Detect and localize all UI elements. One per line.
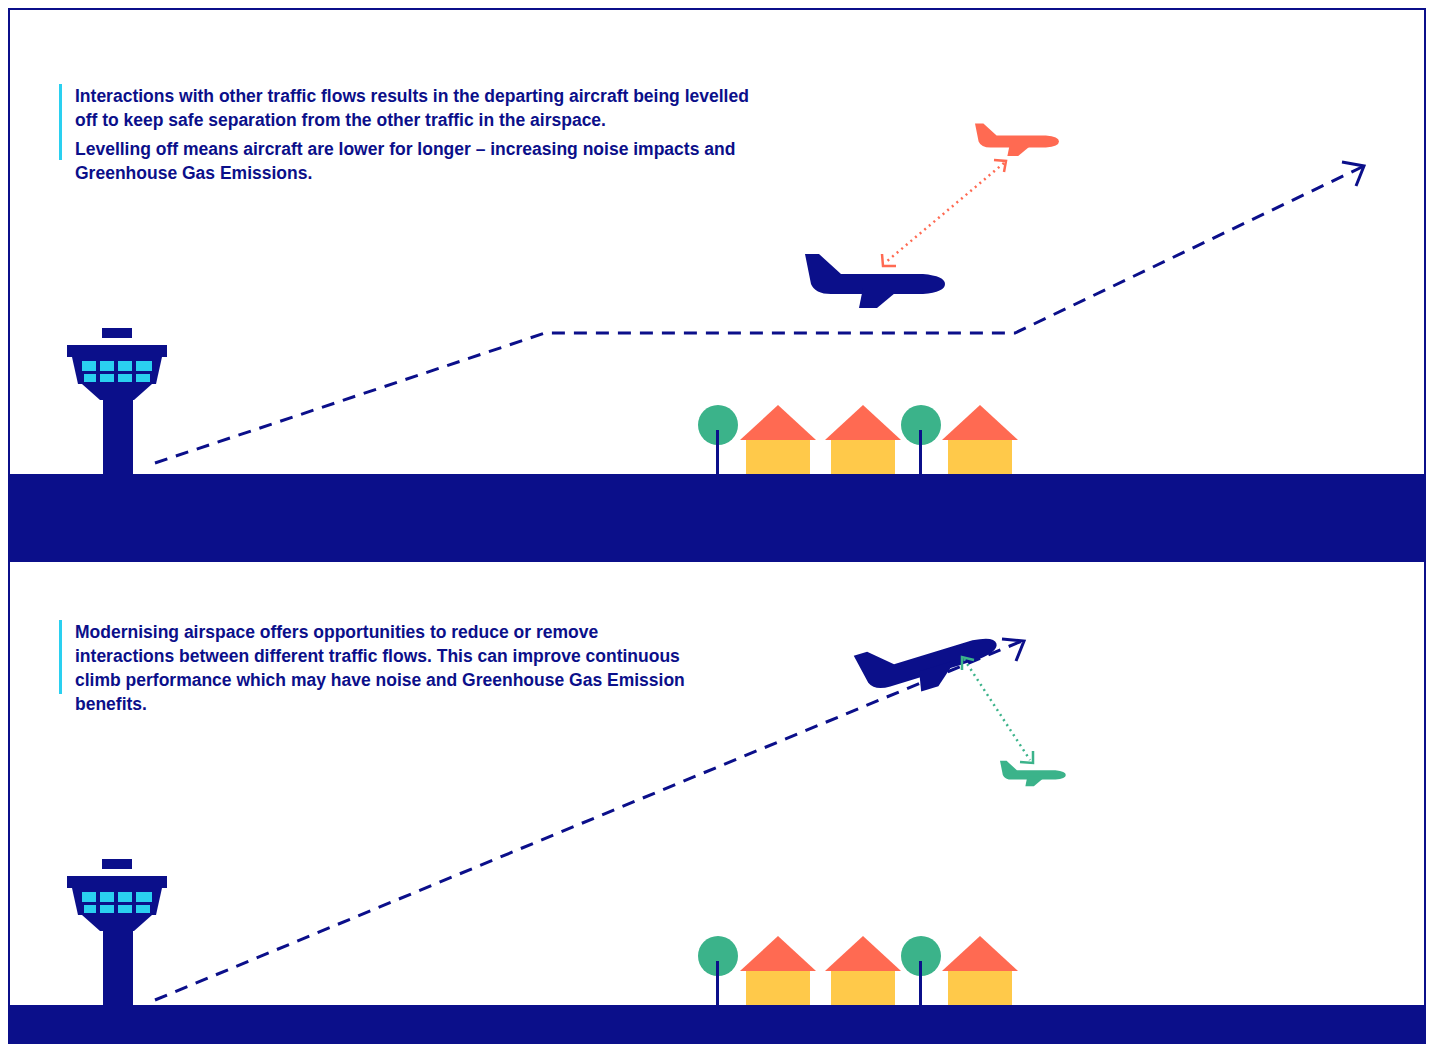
ground-band [8,1005,1426,1044]
departing-aircraft [805,254,945,308]
houses [698,936,1018,1005]
houses [698,405,1018,474]
arrow-head [1342,162,1364,186]
arrow-head [1002,639,1024,661]
control-tower [67,859,167,1005]
note-text: Levelling off means aircraft are lower f… [75,137,765,185]
text-bar [59,620,62,694]
flight-path [155,167,1362,463]
note-text: Interactions with other traffic flows re… [75,84,765,132]
frame [9,9,1425,1044]
separation-line [964,659,1030,760]
ground-band [8,474,1426,562]
flight-path [155,641,1022,1000]
separation-line [886,163,1004,262]
departing-aircraft [854,615,1004,708]
arrow-head [994,160,1006,172]
arrow-head [882,254,896,266]
other-aircraft [1000,761,1066,786]
arrow-head [1020,751,1033,763]
text-bar [59,84,62,160]
arrow-head [962,657,974,670]
other-aircraft [975,124,1059,156]
control-tower [67,328,167,474]
note-text: Modernising airspace offers opportunitie… [75,620,695,716]
